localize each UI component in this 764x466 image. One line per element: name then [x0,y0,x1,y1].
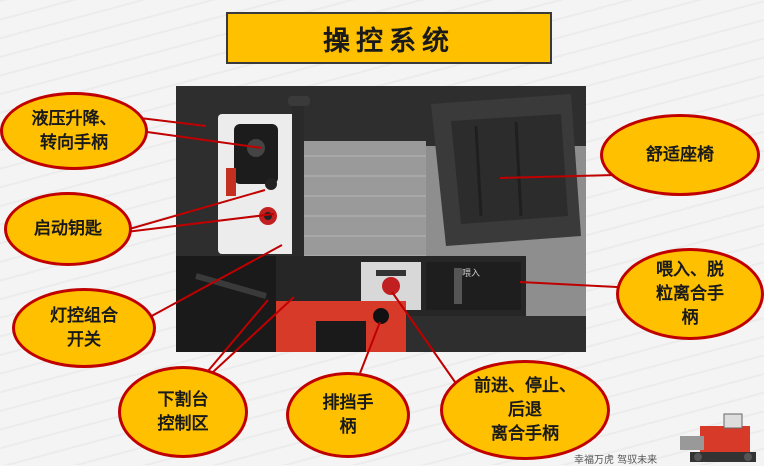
callout-feed-clutch: 喂入、脱 粒离合手 柄 [616,248,764,340]
title-banner: 操控系统 [226,12,552,64]
feed-sign-text: 喂入 [462,268,480,279]
control-panel-illustration: 喂入 [176,86,586,352]
callout-start-key-label: 启动钥匙 [34,219,102,239]
callout-start-key: 启动钥匙 [4,192,132,266]
footer-slogan: 幸福万虎 驾驭未来 [574,455,658,466]
callout-seat: 舒适座椅 [600,114,760,196]
callout-gear-handle-label: 排挡手 柄 [322,393,374,437]
callout-hydraulic-handle-label: 液压升降、 转向手柄 [31,109,117,153]
callout-hydraulic-handle: 液压升降、 转向手柄 [0,92,148,170]
callout-feed-clutch-label: 喂入、脱 粒离合手 柄 [656,260,724,328]
callout-header-control: 下割台 控制区 [118,366,248,458]
callout-seat-label: 舒适座椅 [646,145,714,165]
callout-forward-clutch: 前进、停止、 后退 离合手柄 [440,360,610,460]
harvester-logo-image [680,413,756,462]
page-title: 操控系统 [323,25,455,57]
callout-header-control-label: 下割台 控制区 [157,390,209,434]
callout-light-switch: 灯控组合 开关 [12,288,156,368]
callout-gear-handle: 排挡手 柄 [286,372,410,458]
callout-light-switch-label: 灯控组合 开关 [50,306,118,350]
callout-forward-clutch-label: 前进、停止、 后退 离合手柄 [474,376,576,444]
control-panel-photo: 喂入 [176,86,586,352]
